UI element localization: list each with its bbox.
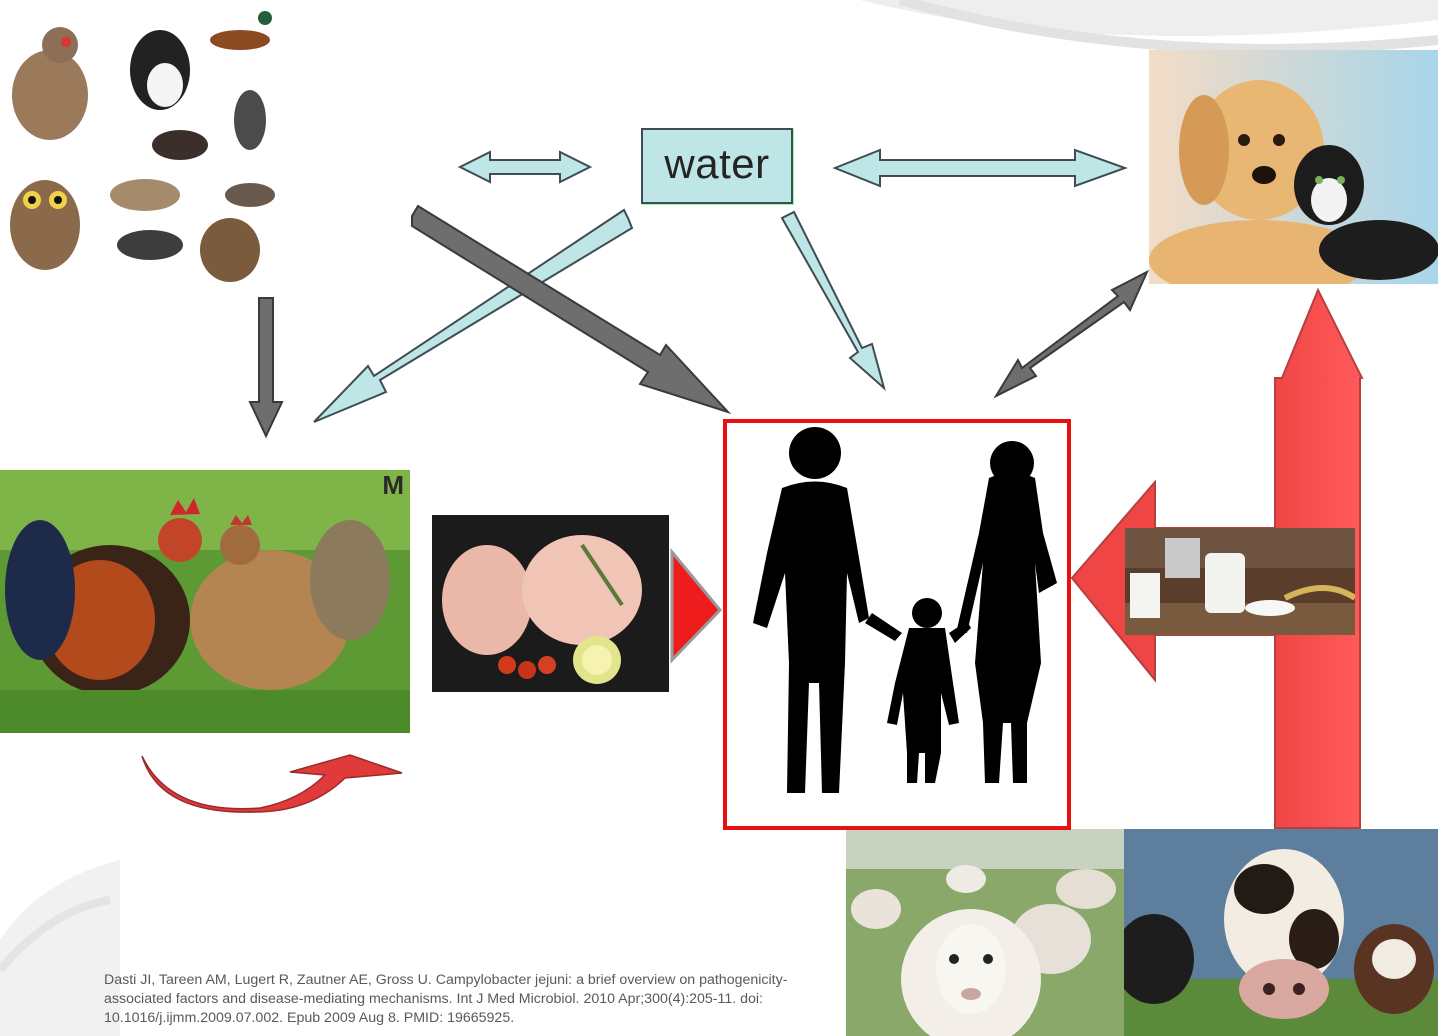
chickens-photo: M xyxy=(0,470,410,733)
dog-and-cat-photo xyxy=(1149,50,1438,284)
citation-text: Dasti JI, Tareen AM, Lugert R, Zautner A… xyxy=(104,972,788,1026)
wild-birds-photo xyxy=(0,0,290,290)
milk-products-photo-overlay xyxy=(1125,528,1355,635)
family-box xyxy=(723,419,1071,830)
cows-photo xyxy=(1124,829,1438,1036)
raw-chicken-photo xyxy=(432,515,669,692)
birds-to-humans-arrow xyxy=(411,204,732,415)
water-box: water xyxy=(641,128,793,204)
pets-humans-double-arrow xyxy=(993,269,1150,399)
water-label: water xyxy=(664,140,770,187)
water-pets-double-arrow xyxy=(832,148,1128,188)
poultry-cycle-arrow xyxy=(141,754,403,813)
photo-logo: M xyxy=(382,470,404,500)
water-to-poultry-arrow xyxy=(313,208,634,423)
family-silhouette xyxy=(753,427,1057,793)
birds-water-double-arrow xyxy=(457,150,593,184)
meat-to-humans-arrow xyxy=(670,547,723,664)
sheep-photo xyxy=(846,829,1126,1036)
birds-to-poultry-arrow xyxy=(248,297,284,439)
water-to-humans-arrow xyxy=(780,210,886,391)
